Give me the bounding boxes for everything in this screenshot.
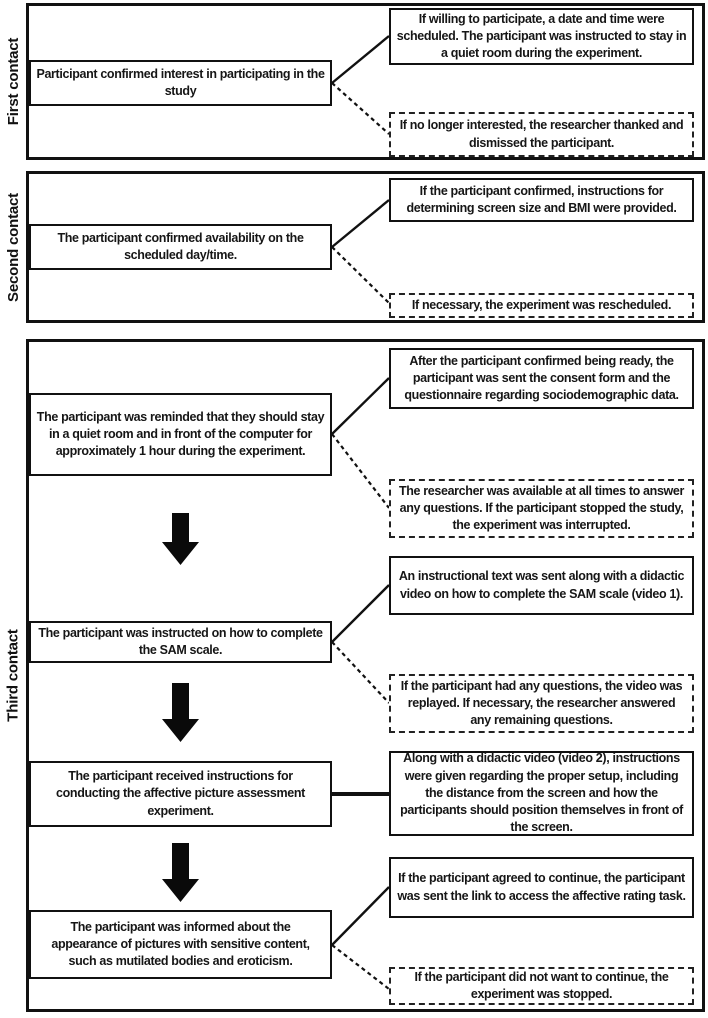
outcome-box-positive-rating-task-link: If the participant agreed to continue, t… [389, 857, 694, 918]
section-frame-first-contact [26, 3, 705, 160]
outcome-text: If willing to participate, a date and ti… [396, 11, 687, 61]
outcome-box-positive-screen-bmi: If the participant confirmed, instructio… [389, 178, 694, 222]
step-box-experiment-instructions: The participant received instructions fo… [29, 761, 332, 827]
step-box-confirmed-availability: The participant confirmed availability o… [29, 224, 332, 270]
step-text: Participant confirmed interest in partic… [36, 66, 325, 98]
outcome-box-negative-experiment-stopped: If the participant did not want to conti… [389, 967, 694, 1005]
outcome-box-negative-video-replayed: If the participant had any questions, th… [389, 674, 694, 733]
section-label-text: Second contact [5, 192, 23, 302]
section-label-first-contact: First contact [0, 3, 27, 160]
section-label-text: First contact [5, 37, 23, 126]
step-box-confirmed-interest: Participant confirmed interest in partic… [29, 60, 332, 106]
step-box-sam-scale-instruction: The participant was instructed on how to… [29, 621, 332, 663]
step-text: The participant was informed about the a… [51, 919, 310, 969]
outcome-box-positive-consent-form: After the participant confirmed being re… [389, 348, 694, 409]
outcome-text: An instructional text was sent along wit… [398, 569, 685, 601]
outcome-text: If necessary, the experiment was resched… [411, 297, 672, 312]
step-box-sensitive-content-warning: The participant was informed about the a… [29, 910, 332, 979]
outcome-box-negative-dismissed: If no longer interested, the researcher … [389, 112, 694, 157]
outcome-box-negative-rescheduled: If necessary, the experiment was resched… [389, 293, 694, 318]
step-text: The participant confirmed availability o… [57, 230, 304, 262]
outcome-box-positive-sam-video: An instructional text was sent along wit… [389, 556, 694, 615]
outcome-text: If no longer interested, the researcher … [399, 118, 684, 150]
section-label-third-contact: Third contact [0, 339, 27, 1012]
step-text: The participant received instructions fo… [56, 769, 305, 818]
section-frame-third-contact [26, 339, 705, 1012]
outcome-box-positive-schedule: If willing to participate, a date and ti… [389, 8, 694, 65]
outcome-text: If the participant had any questions, th… [400, 678, 683, 728]
outcome-text: If the participant agreed to continue, t… [397, 871, 686, 903]
step-text: The participant was instructed on how to… [38, 625, 323, 657]
section-label-text: Third contact [5, 629, 22, 722]
section-frame-second-contact [26, 171, 705, 323]
outcome-box-negative-researcher-available: The researcher was available at all time… [389, 479, 694, 538]
outcome-text: Along with a didactic video (video 2), i… [400, 751, 683, 835]
step-box-reminder-quiet-room: The participant was reminded that they s… [29, 393, 332, 476]
step-text: The participant was reminded that they s… [36, 409, 325, 459]
section-label-second-contact: Second contact [0, 171, 27, 323]
outcome-text: After the participant confirmed being re… [404, 353, 679, 403]
outcome-text: If the participant did not want to conti… [414, 969, 669, 1001]
outcome-box-positive-setup-video: Along with a didactic video (video 2), i… [389, 751, 694, 836]
outcome-text: If the participant confirmed, instructio… [406, 183, 677, 215]
outcome-text: The researcher was available at all time… [398, 483, 685, 533]
